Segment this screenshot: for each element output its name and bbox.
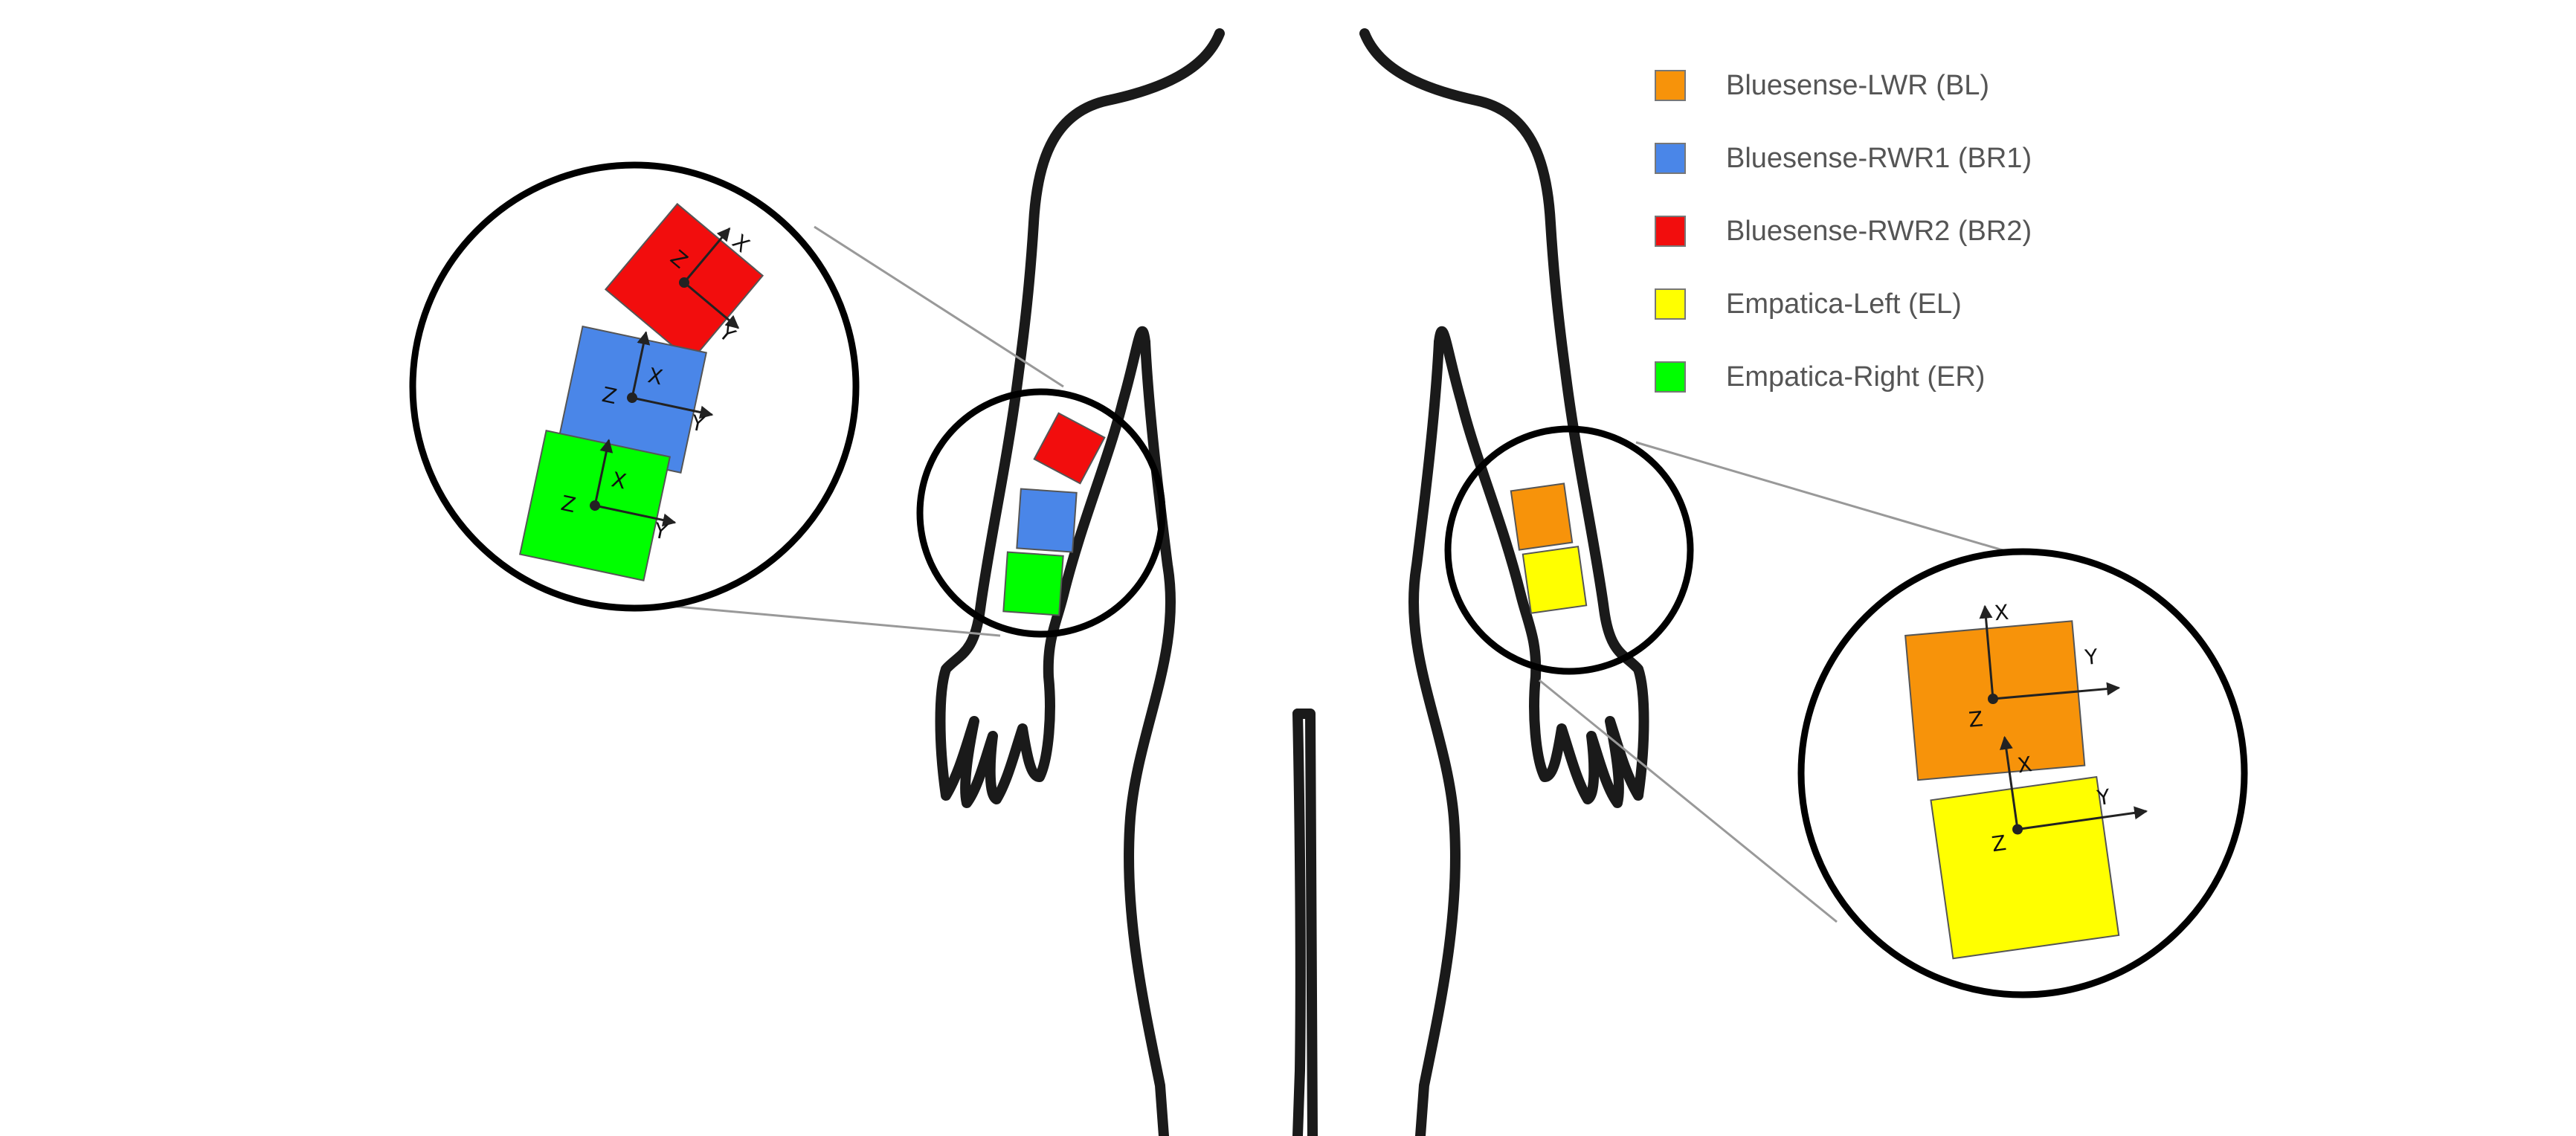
callout-line-right-bottom: [1539, 679, 1838, 923]
legend-item-br2: Bluesense-RWR2 (BR2): [1655, 213, 2175, 257]
body-torso-right: [1408, 337, 1461, 1136]
sensor-el-large: X Y Z: [1930, 735, 2148, 960]
sensor-er-small: [1002, 551, 1064, 616]
sensor-el-y-arrow: [2017, 806, 2148, 830]
left-wrist-circle: [1444, 425, 1694, 675]
legend-swatch-bl: [1655, 70, 1686, 101]
sensor-br2-x-arrow: [683, 227, 731, 283]
legend-label-bl: Bluesense-LWR (BL): [1726, 70, 1990, 101]
legend-item-er: Empatica-Right (ER): [1655, 358, 2175, 403]
sensor-el-y-label: Y: [2095, 784, 2112, 810]
sensor-el-z-label: Z: [1990, 830, 2008, 856]
body-left-outer: [935, 28, 1225, 808]
right-wrist-zoom: X Y Z X Y Z X Y Z: [409, 161, 860, 612]
body-crotch: [1292, 709, 1318, 1136]
left-wrist-zoom: X Y Z X Y Z: [1797, 548, 2248, 998]
legend-swatch-el: [1655, 288, 1686, 320]
callout-line-left-top: [814, 225, 1064, 388]
sensor-br1-x-arrow: [631, 331, 651, 398]
sensor-bl-x-label: X: [1994, 600, 2010, 626]
sensor-br2-small: [1033, 412, 1106, 485]
legend-label-br1: Bluesense-RWR1 (BR1): [1726, 143, 2032, 174]
sensor-el-large-box: [1930, 775, 2120, 960]
sensor-bl-x-arrow: [1979, 604, 1994, 700]
sensor-bl-small: [1510, 483, 1574, 551]
body-leg-inner-left: [1292, 709, 1306, 1136]
sensor-br2-y-arrow: [683, 281, 740, 329]
sensor-el-small: [1522, 545, 1588, 614]
body-right-outer: [1359, 28, 1649, 808]
legend-label-el: Empatica-Left (EL): [1726, 288, 1962, 320]
sensor-el-x-arrow: [1999, 735, 2019, 830]
sensor-bl-y-arrow: [1992, 682, 2121, 700]
sensor-er-x-arrow: [593, 439, 614, 506]
sensor-bl-z-label: Z: [1968, 706, 1984, 732]
sensor-br2-large: X Y Z: [604, 202, 764, 363]
right-wrist-circle: [916, 388, 1166, 638]
sensor-bl-y-label: Y: [2083, 645, 2099, 671]
legend-item-bl: Bluesense-LWR (BL): [1655, 67, 2175, 112]
sensor-er-large: X Y Z: [518, 429, 677, 582]
sensor-br1-y-arrow: [631, 396, 714, 419]
legend-swatch-er: [1655, 361, 1686, 393]
callout-lines: [669, 225, 2016, 923]
legend-label-er: Empatica-Right (ER): [1726, 361, 1986, 393]
sensor-bl-large: X Y Z: [1904, 600, 2121, 781]
legend-item-el: Empatica-Left (EL): [1655, 285, 2175, 330]
right-wrist-sensors: [1002, 412, 1106, 616]
left-wrist-sensors: [1510, 483, 1588, 614]
sensor-br1-small: [1016, 488, 1078, 553]
callout-line-left-bottom: [669, 604, 1001, 637]
legend-label-br2: Bluesense-RWR2 (BR2): [1726, 216, 2032, 247]
sensor-er-y-arrow: [594, 504, 677, 527]
legend-swatch-br2: [1655, 216, 1686, 247]
sensor-br1-large: X Y Z: [556, 325, 714, 474]
legend-swatch-br1: [1655, 143, 1686, 174]
callout-line-right-top: [1635, 441, 2016, 555]
sensor-el-x-label: X: [2016, 752, 2034, 778]
legend-item-br1: Bluesense-RWR1 (BR1): [1655, 140, 2175, 184]
